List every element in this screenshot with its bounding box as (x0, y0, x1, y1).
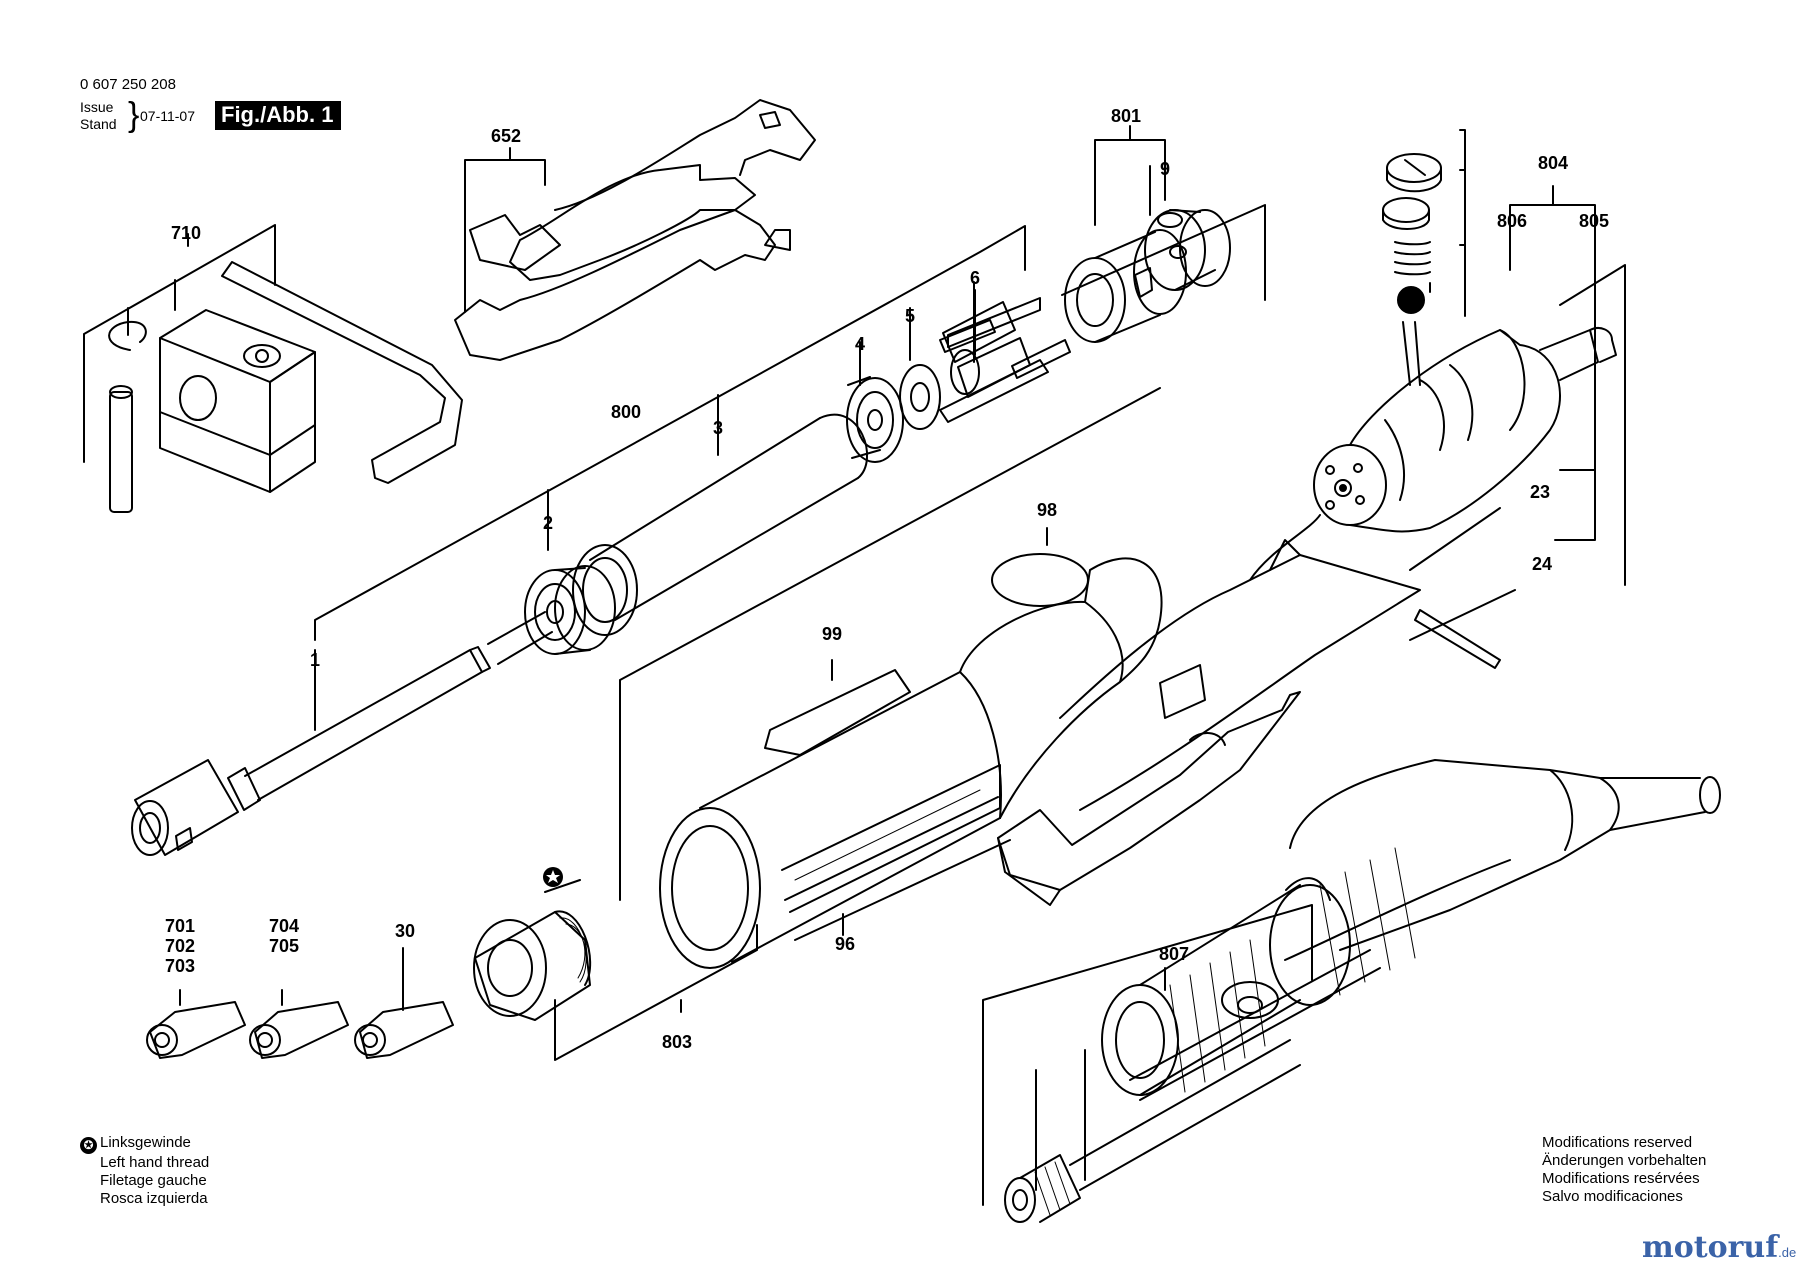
part-label-23: 23 (1530, 482, 1550, 502)
part-label-703: 703 (165, 956, 195, 976)
rotor-with-vanes (939, 297, 1071, 423)
part-label-807: 807 (1159, 944, 1189, 964)
part-label-30: 30 (395, 921, 415, 941)
hose-and-springs (1004, 759, 1721, 1223)
part-label-24: 24 (1532, 554, 1552, 574)
part-label-3: 3 (713, 418, 723, 438)
left-hand-thread-marker (543, 867, 563, 887)
part-label-705: 705 (269, 936, 299, 956)
part-label-800: 800 (611, 402, 641, 422)
figure-badge: Fig./Abb. 1 (215, 101, 342, 130)
part-label-98: 98 (1037, 500, 1057, 520)
front-cap-nut (473, 879, 592, 1021)
brace-glyph: } (128, 96, 140, 134)
open-end-wrench-pair (454, 99, 816, 361)
mod-line-2: Änderungen vorbehalten (1542, 1152, 1707, 1169)
watermark-logo: motoruf.de (1642, 1230, 1797, 1265)
valve-stack (1382, 153, 1442, 386)
collet-chucks (146, 1001, 454, 1059)
issue-date: 07-11-07 (140, 108, 196, 124)
mod-line-4: Salvo modificaciones (1542, 1188, 1683, 1205)
type-plate (784, 796, 1011, 941)
part-label-702: 702 (165, 936, 195, 956)
part-label-801: 801 (1111, 106, 1141, 126)
thread-legend: ✪Linksgewinde Left hand thread Filetage … (80, 1134, 209, 1208)
part-label-710: 710 (171, 223, 201, 243)
part-label-96: 96 (835, 934, 855, 954)
part-label-806: 806 (1497, 211, 1527, 231)
part-label-701: 701 (165, 916, 195, 936)
fixture-block-set (108, 261, 463, 513)
legend-line-2: Left hand thread (100, 1154, 210, 1171)
spacer-sleeve (572, 413, 868, 636)
motor-housing (659, 553, 1163, 969)
part-label-99: 99 (822, 624, 842, 644)
part-label-805: 805 (1579, 211, 1609, 231)
issue-stand-labels: Issue Stand (80, 99, 117, 133)
part-number-labels: 6527108019654380021989996803307017027037… (165, 106, 1609, 1052)
part-label-9: 9 (1160, 159, 1170, 179)
mod-line-3: Modifications resérvées (1542, 1170, 1700, 1187)
part-label-5: 5 (905, 306, 915, 326)
spindle-shaft (131, 611, 553, 856)
throttle-lever-assembly (997, 514, 1501, 906)
part-number: 0 607 250 208 (80, 76, 176, 93)
air-motor-head (1313, 327, 1617, 533)
front-bearing (524, 565, 616, 655)
part-label-2: 2 (543, 513, 553, 533)
legend-line-4: Rosca izquierda (100, 1190, 208, 1207)
legend-line-1: ✪Linksgewinde (80, 1134, 209, 1154)
legend-line-3: Filetage gauche (100, 1172, 207, 1189)
star-icon: ✪ (80, 1137, 97, 1154)
part-label-652: 652 (491, 126, 521, 146)
part-label-804: 804 (1538, 153, 1568, 173)
part-label-6: 6 (970, 268, 980, 288)
part-label-4: 4 (855, 334, 865, 354)
issue-label: Issue (80, 99, 114, 115)
callout-lines (83, 125, 1626, 1206)
part-label-803: 803 (662, 1032, 692, 1052)
cylinder-sleeve (1064, 209, 1231, 343)
modifications-note: Modifications reserved Änderungen vorbeh… (1542, 1134, 1706, 1206)
mod-line-1: Modifications reserved (1542, 1134, 1693, 1151)
part-label-1: 1 (310, 650, 320, 670)
washer-and-bearing (846, 364, 941, 463)
stand-label: Stand (80, 116, 117, 132)
part-label-704: 704 (269, 916, 299, 936)
